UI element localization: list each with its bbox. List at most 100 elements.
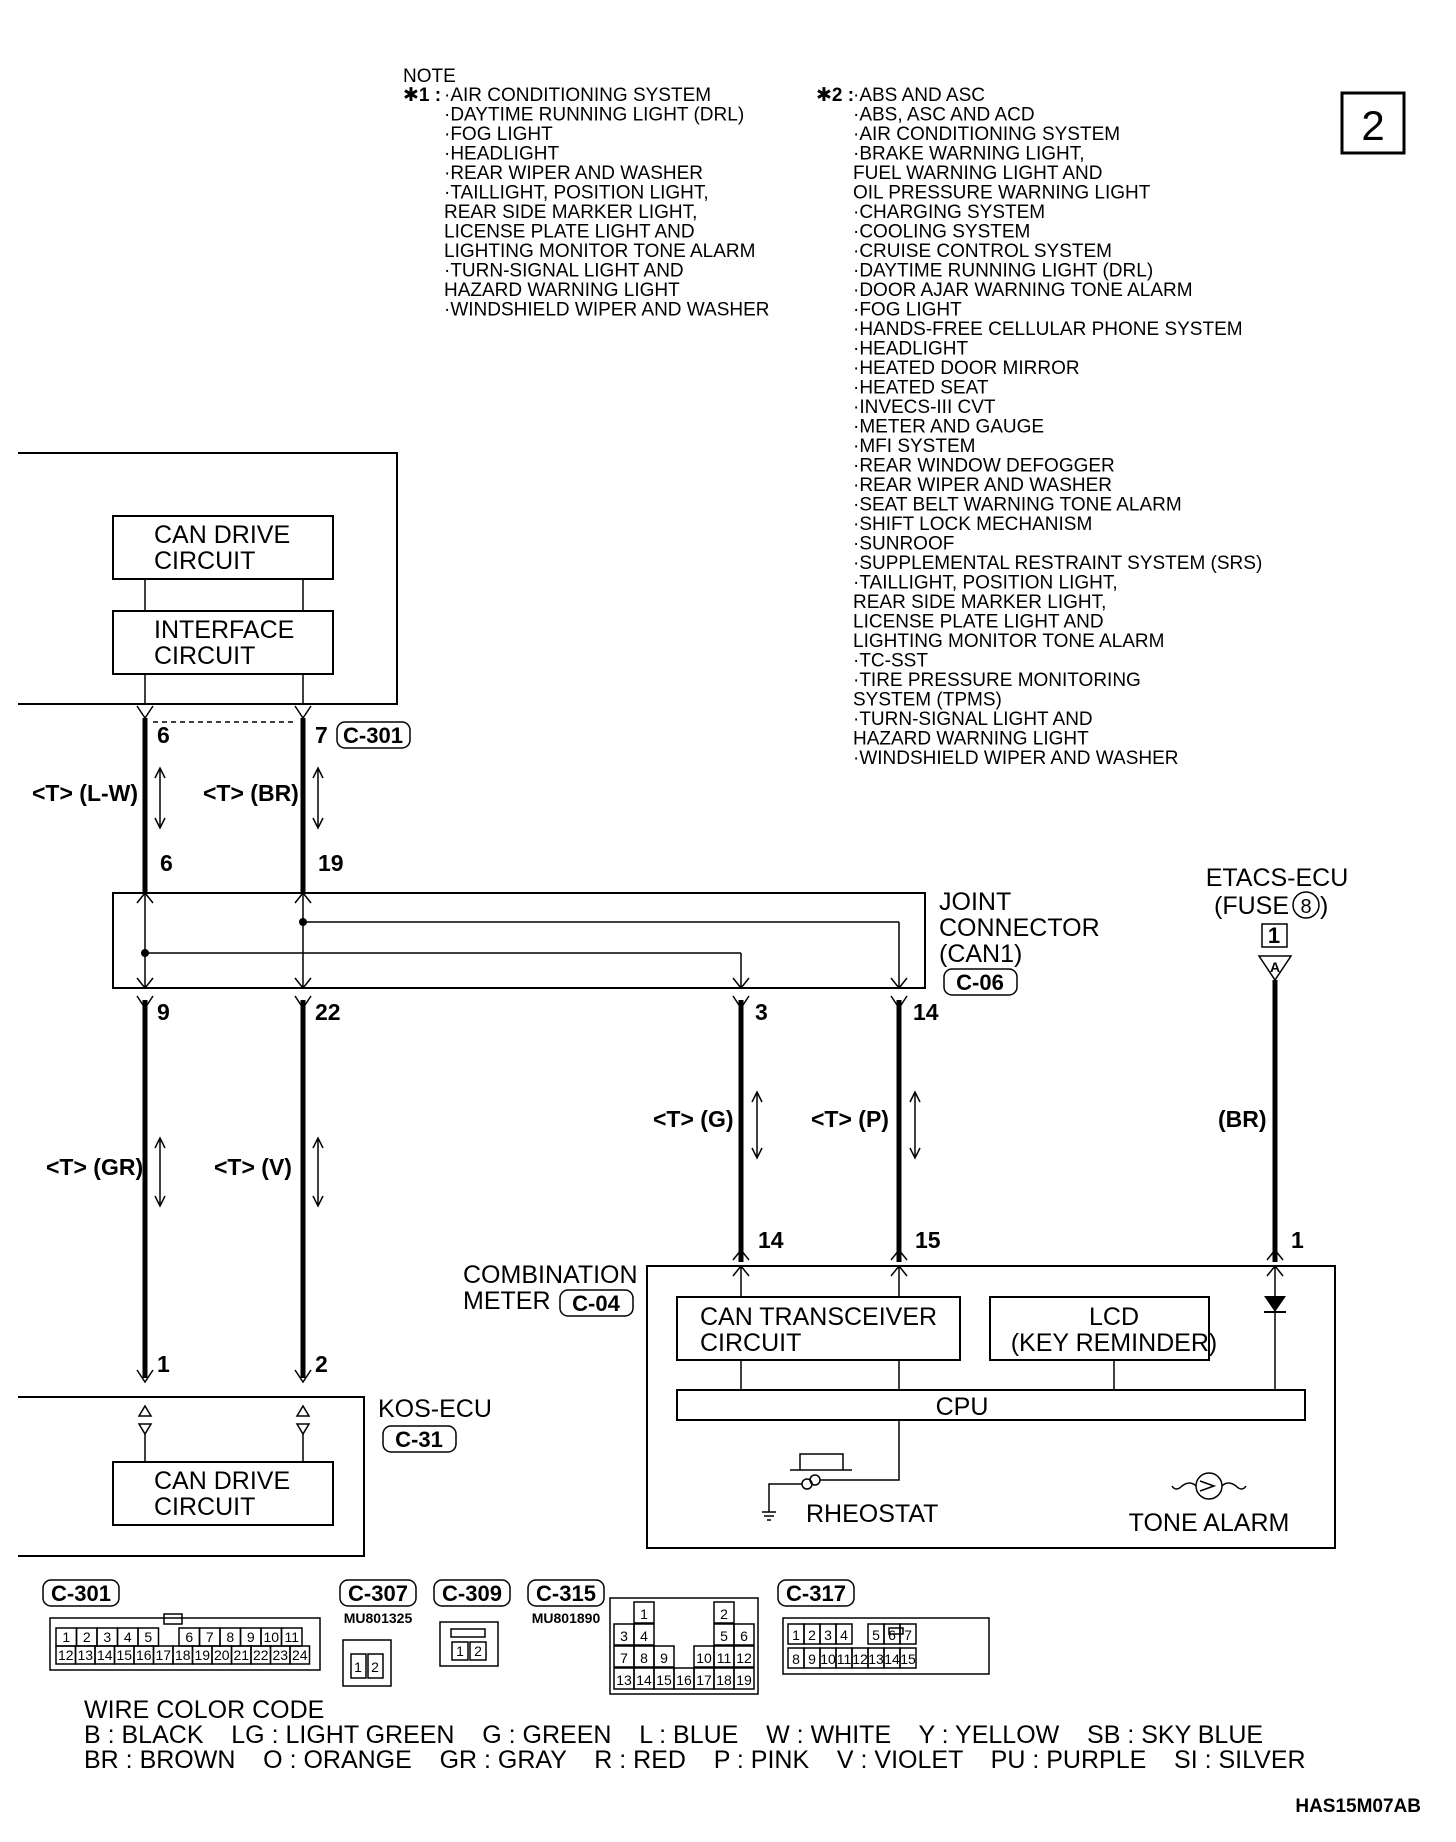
c301-pin: 5 bbox=[144, 1629, 152, 1645]
upper-can-drive-box bbox=[112, 515, 334, 580]
etacs-fuse-prefix: (FUSE bbox=[1214, 892, 1289, 920]
c315-pin: 17 bbox=[696, 1672, 712, 1688]
page-number: 2 bbox=[1361, 102, 1384, 149]
note-list-1-item: ·REAR WIPER AND WASHER bbox=[444, 163, 703, 184]
signal-arrow-icon bbox=[312, 1136, 324, 1208]
etacs-pin: 1 bbox=[1268, 923, 1280, 948]
c301-pin: 8 bbox=[226, 1629, 234, 1645]
joint-pin-in-left: 6 bbox=[160, 850, 173, 876]
note-list-2-item: ·SUPPLEMENTAL RESTRAINT SYSTEM (SRS) bbox=[853, 553, 1262, 574]
lcd-box bbox=[989, 1296, 1210, 1361]
c309-pin-2: 2 bbox=[474, 1643, 482, 1659]
note-list-2: ·ABS AND ASC·ABS, ASC AND ACD·AIR CONDIT… bbox=[853, 85, 1262, 769]
wire-color-line-1: B : BLACK LG : LIGHT GREEN G : GREEN L :… bbox=[84, 1721, 1263, 1749]
note-list-2-item: ·HEATED SEAT bbox=[853, 378, 989, 399]
etacs-ecu: ETACS-ECU (FUSE 8 ) 1 A bbox=[1206, 864, 1348, 982]
note-list-2-item: ·CHARGING SYSTEM bbox=[853, 202, 1045, 223]
c315-cell bbox=[713, 1601, 735, 1624]
note-list-1-item: ·HEADLIGHT bbox=[444, 144, 559, 165]
c301-pin: 3 bbox=[103, 1629, 111, 1645]
combination-meter: COMBINATION METER C-04 CAN TRANSCEIVER C… bbox=[463, 1248, 1336, 1549]
note-list-2-item: LICENSE PLATE LIGHT AND bbox=[853, 612, 1104, 633]
note-list-2-item: ·SEAT BELT WARNING TONE ALARM bbox=[853, 495, 1182, 516]
wire-label-br-power: (BR) bbox=[1218, 1106, 1267, 1132]
kos-connector-badge bbox=[382, 1425, 457, 1453]
c301-pin: 14 bbox=[97, 1647, 113, 1663]
etacs-pin-box bbox=[1261, 923, 1288, 948]
c315-pin: 8 bbox=[640, 1650, 648, 1666]
note-list-1-item: LIGHTING MONITOR TONE ALARM bbox=[444, 241, 755, 262]
wire-label-lw: <T> (L-W) bbox=[32, 780, 138, 806]
tone-alarm-label: TONE ALARM bbox=[1129, 1509, 1290, 1537]
note-list-2-item: ·TC-SST bbox=[853, 651, 928, 672]
c301-pin: 19 bbox=[194, 1647, 210, 1663]
c307-label: C-307 bbox=[348, 1581, 408, 1606]
c315-pin: 6 bbox=[740, 1628, 748, 1644]
upper-pin-left: 6 bbox=[157, 722, 170, 748]
note-list-2-item: ·TURN-SIGNAL LIGHT AND bbox=[853, 709, 1093, 730]
can-transceiver-label-2: CIRCUIT bbox=[700, 1329, 801, 1357]
c301-pin: 2 bbox=[83, 1629, 91, 1645]
c315-pin: 7 bbox=[620, 1650, 628, 1666]
c301-pin: 21 bbox=[233, 1647, 249, 1663]
wire-color-line-2: BR : BROWN O : ORANGE GR : GRAY R : RED … bbox=[84, 1746, 1306, 1774]
c315-pin: 13 bbox=[616, 1672, 632, 1688]
note-list-2-item: ·DOOR AJAR WARNING TONE ALARM bbox=[853, 280, 1193, 301]
kos-title: KOS-ECU bbox=[378, 1395, 492, 1423]
c315-pin: 10 bbox=[696, 1650, 712, 1666]
note-list-1-item: ·DAYTIME RUNNING LIGHT (DRL) bbox=[444, 105, 744, 126]
c307-pin-2: 2 bbox=[371, 1659, 379, 1675]
note-list-1-item: REAR SIDE MARKER LIGHT, bbox=[444, 202, 697, 223]
joint-connector-box bbox=[112, 892, 926, 989]
cpu-label: CPU bbox=[936, 1393, 989, 1421]
c317-pin: 12 bbox=[852, 1651, 868, 1667]
c317-cell bbox=[899, 1623, 917, 1645]
joint-label-1: JOINT bbox=[939, 888, 1011, 916]
note-list-2-item: ·REAR WIPER AND WASHER bbox=[853, 475, 1112, 496]
kos-connector-label: C-31 bbox=[395, 1427, 443, 1452]
note-list-2-item: ·TAILLIGHT, POSITION LIGHT, bbox=[853, 573, 1118, 594]
meter-connector-label: C-04 bbox=[572, 1291, 620, 1316]
c301-pin: 16 bbox=[136, 1647, 152, 1663]
c301-cell bbox=[289, 1645, 311, 1665]
note-list-2-item: ·COOLING SYSTEM bbox=[853, 222, 1030, 243]
fuse-terminal-icon bbox=[1257, 955, 1293, 982]
note-block: NOTE ✱1 : ·AIR CONDITIONING SYSTEM·DAYTI… bbox=[403, 66, 1262, 769]
c301-pin: 11 bbox=[284, 1629, 299, 1645]
c317-pin: 15 bbox=[900, 1651, 916, 1667]
upper-connector-label: C-301 bbox=[343, 723, 403, 748]
diode-icon bbox=[1264, 1296, 1286, 1312]
joint-connector: JOINT CONNECTOR (CAN1) C-06 bbox=[112, 888, 1100, 996]
wire-color-title: WIRE COLOR CODE bbox=[84, 1696, 324, 1724]
note-mark-1: ✱1 : bbox=[403, 85, 441, 106]
joint-pin-out-2: 22 bbox=[315, 999, 341, 1025]
kos-can-drive-box bbox=[112, 1461, 334, 1526]
note-list-2-item: ·ABS, ASC AND ACD bbox=[853, 105, 1035, 126]
c317-pin: 14 bbox=[884, 1651, 900, 1667]
note-list-2-item: ·DAYTIME RUNNING LIGHT (DRL) bbox=[853, 261, 1153, 282]
note-list-2-item: OIL PRESSURE WARNING LIGHT bbox=[853, 183, 1151, 204]
c315-cell bbox=[733, 1645, 755, 1668]
c301-pin: 15 bbox=[116, 1647, 132, 1663]
c301-pin: 13 bbox=[77, 1647, 93, 1663]
c317-pin: 4 bbox=[840, 1627, 848, 1643]
note-list-1-item: ·WINDSHIELD WIPER AND WASHER bbox=[444, 300, 770, 321]
figure-id: HAS15M07AB bbox=[1295, 1796, 1421, 1817]
c315-pin: 5 bbox=[720, 1628, 728, 1644]
lcd-label-2: (KEY REMINDER) bbox=[1011, 1329, 1218, 1357]
joint-label-2: CONNECTOR bbox=[939, 914, 1100, 942]
c301-pin: 17 bbox=[155, 1647, 171, 1663]
c315-pin: 15 bbox=[656, 1672, 672, 1688]
c317-pin: 5 bbox=[872, 1627, 880, 1643]
c301-pin: 7 bbox=[206, 1629, 214, 1645]
c315-pin: 14 bbox=[636, 1672, 652, 1688]
note-list-1: ·AIR CONDITIONING SYSTEM·DAYTIME RUNNING… bbox=[444, 85, 770, 321]
note-list-2-item: ·HANDS-FREE CELLULAR PHONE SYSTEM bbox=[853, 319, 1243, 340]
upper-interface-label-2: CIRCUIT bbox=[154, 642, 255, 670]
c317-pin: 11 bbox=[837, 1651, 852, 1667]
meter-pin-2: 15 bbox=[915, 1227, 941, 1253]
c307-badge bbox=[339, 1579, 417, 1607]
c317-badge bbox=[777, 1579, 855, 1607]
